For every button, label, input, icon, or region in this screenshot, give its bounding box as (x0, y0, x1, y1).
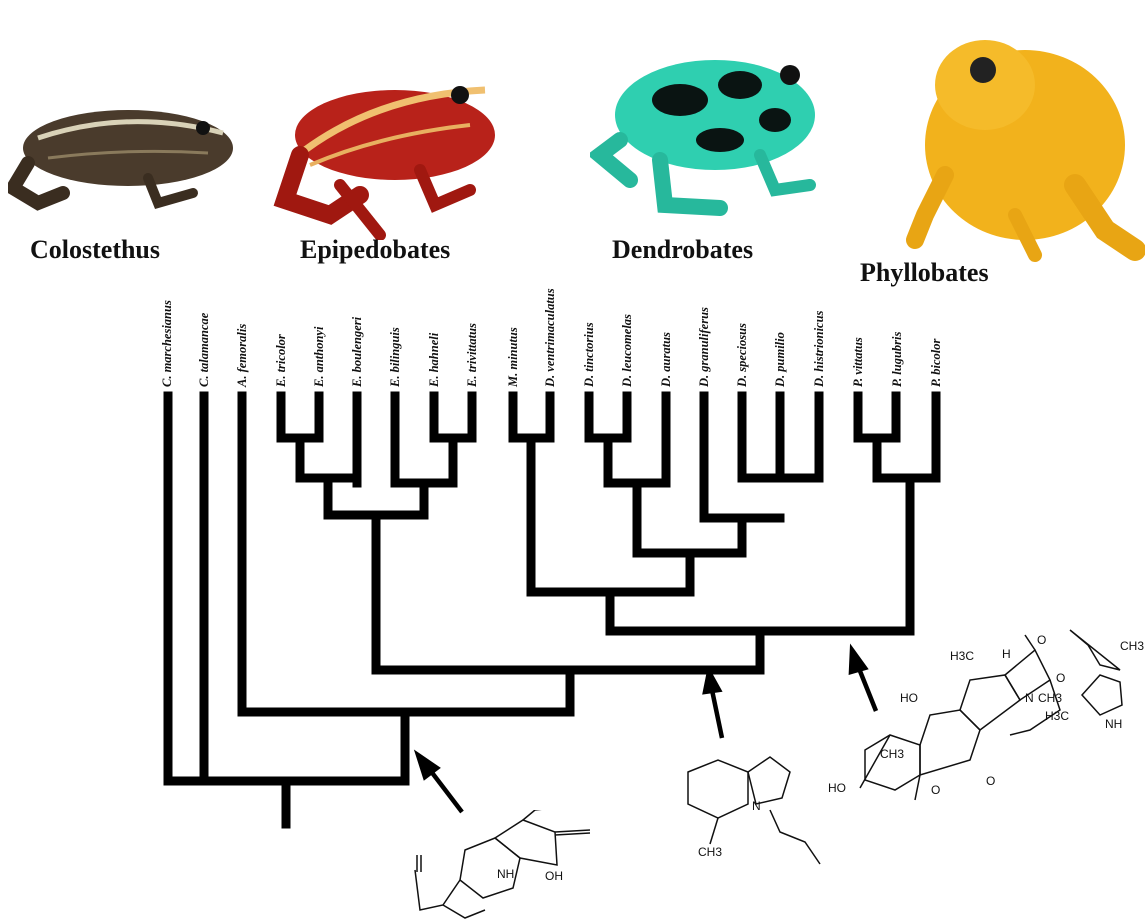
molecule-atom-label: H3C (1045, 709, 1069, 723)
molecule-atom-label: HO (828, 781, 846, 795)
molecule-atom-label: H (1002, 647, 1011, 661)
arrow-histrionicotoxin (430, 770, 462, 812)
arrow-pumiliotoxin (712, 690, 722, 738)
molecule-atom-label: CH3 (1120, 639, 1144, 653)
tree-branch (608, 438, 666, 483)
pumiliotoxin-structure: N CH3 (670, 752, 830, 882)
histrionicotoxin-structure: NH OH (405, 810, 605, 924)
molecule-atom-label: NH (497, 867, 514, 881)
molecule-atom-label: O (1056, 671, 1065, 685)
molecule-atom-label: CH3 (698, 845, 722, 859)
tree-branch (395, 438, 453, 483)
tree-branch (877, 438, 936, 478)
molecule-atom-label: O (1037, 633, 1046, 647)
molecule-atom-label: CH3 (1038, 691, 1062, 705)
molecule-atom-label: OH (545, 869, 563, 883)
batrachotoxin-structure: H3C H O O CH3 HO N CH3 CH3 H3C NH O HO O (820, 620, 1146, 820)
molecule-atom-label: O (931, 783, 940, 797)
arrowhead (705, 672, 719, 692)
molecule-atom-label: N (1025, 691, 1034, 705)
molecule-atom-label: NH (1105, 717, 1122, 731)
tree-branch (300, 438, 357, 478)
molecule-atom-label: N (752, 799, 761, 813)
molecule-atom-label: H3C (950, 649, 974, 663)
molecule-atom-label: HO (900, 691, 918, 705)
molecule-atom-label: O (986, 774, 995, 788)
molecule-atom-label: CH3 (880, 747, 904, 761)
